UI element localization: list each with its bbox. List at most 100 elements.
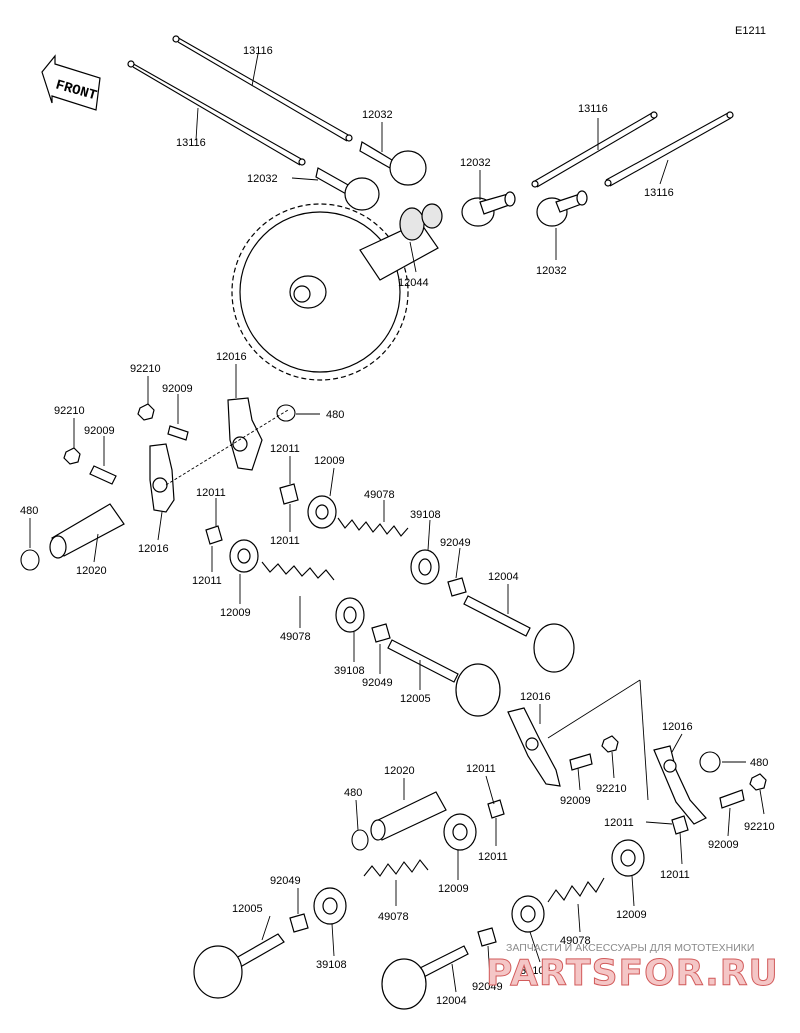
cotter-lower-2	[477, 927, 497, 947]
watermark-brand: PARTSFOR.RU	[486, 953, 779, 994]
rocker-shaft-upper	[49, 503, 125, 559]
collar-lower-2	[671, 815, 689, 835]
valve-spring-lower-2	[547, 877, 605, 903]
adjust-screw-upper-1	[167, 425, 189, 441]
valve-spring-lower-1	[363, 859, 429, 877]
nut-upper-2	[63, 447, 81, 465]
callout-label: 92210	[130, 363, 161, 375]
tappet-upper-4	[536, 190, 588, 227]
adjust-screw-lower-1	[569, 753, 593, 771]
watermark: ЗАПЧАСТИ И АКСЕССУАРЫ ДЛЯ МОТОТЕХНИКИ PA…	[486, 942, 779, 995]
callout-label: 12009	[314, 455, 345, 467]
callout-label: 92009	[708, 839, 739, 851]
callout-label: 480	[20, 505, 38, 517]
nut-upper-1	[137, 403, 155, 421]
callout-label: 49078	[364, 489, 395, 501]
callout-label: 12004	[488, 571, 519, 583]
callout-label: 12020	[76, 565, 107, 577]
callout-label: 92210	[596, 783, 627, 795]
retainer-upper-1	[410, 549, 440, 585]
callout-label: 92210	[744, 821, 775, 833]
callout-label: 12016	[520, 691, 551, 703]
callout-label: 49078	[378, 911, 409, 923]
push-rod-upper-right-2	[604, 111, 734, 187]
valve-exhaust-upper	[463, 595, 575, 673]
callout-label: 39108	[410, 509, 441, 521]
callout-label: 12032	[362, 109, 393, 121]
callout-label: 12004	[436, 995, 467, 1007]
circlip-480-d	[699, 751, 721, 773]
adjust-screw-upper-2	[89, 465, 117, 485]
cotter-lower-1	[289, 913, 309, 933]
callout-label: 12011	[466, 763, 496, 775]
callout-label: 12016	[662, 721, 693, 733]
callout-label: 12011	[196, 487, 226, 499]
callout-label: 39108	[520, 965, 551, 977]
callout-label: 92049	[362, 677, 393, 689]
callout-label: 39108	[316, 959, 347, 971]
retainer-lower-2	[511, 895, 545, 933]
callout-label: 39108	[334, 665, 365, 677]
callout-label: 480	[750, 757, 768, 769]
callout-label: 92049	[472, 981, 503, 993]
push-rod-upper-right	[531, 111, 658, 188]
callout-label: 92049	[270, 875, 301, 887]
callout-label: 12011	[478, 851, 508, 863]
callout-label: 12044	[398, 277, 429, 289]
circlip-480-b	[20, 549, 40, 571]
adjust-screw-lower-2	[719, 789, 745, 809]
circlip-480-c	[351, 829, 369, 851]
callout-label: 12032	[460, 157, 491, 169]
callout-label: 92009	[162, 383, 193, 395]
rocker-arm-upper-1	[227, 397, 263, 471]
callout-label: 12005	[400, 693, 431, 705]
callout-label: 13116	[243, 45, 273, 57]
callout-label: 12016	[216, 351, 247, 363]
front-arrow-icon: FRONT	[41, 54, 101, 111]
callout-label: 480	[344, 787, 362, 799]
spring-seat-lower-2	[611, 839, 645, 877]
callout-label: 12009	[616, 909, 647, 921]
collar-upper-2	[205, 525, 223, 545]
callout-label: 13116	[176, 137, 206, 149]
valve-intake-upper	[387, 639, 501, 717]
collar-upper-1	[279, 483, 299, 505]
cotter-upper-1	[447, 577, 467, 597]
valve-spring-upper-1	[337, 517, 409, 537]
spring-seat-lower-1	[443, 813, 477, 851]
retainer-lower-1	[313, 887, 347, 925]
callout-label: 12005	[232, 903, 263, 915]
callout-label: 92210	[54, 405, 85, 417]
callout-label: 49078	[560, 935, 591, 947]
collar-lower-1	[487, 799, 505, 819]
retainer-upper-2	[335, 597, 365, 633]
callout-label: 92009	[560, 795, 591, 807]
callout-label: 12032	[247, 173, 278, 185]
circlip-480-a	[276, 404, 296, 422]
callout-label: 12032	[536, 265, 567, 277]
camshaft-gear	[231, 203, 443, 381]
callout-label: 12011	[604, 817, 634, 829]
spring-seat-upper-1	[307, 495, 337, 529]
rocker-arm-lower-1	[507, 707, 561, 787]
valve-intake-lower	[193, 933, 285, 999]
valve-spring-upper-2	[261, 561, 335, 581]
rocker-arm-lower-2	[653, 745, 707, 825]
leader-lines	[29, 53, 765, 993]
push-rod-upper-left-2	[127, 60, 306, 166]
callout-labels: 13116 13116 12032 12032 12032 13116 1311…	[20, 45, 775, 1007]
callout-label: 92009	[84, 425, 115, 437]
callout-label: 12016	[138, 543, 169, 555]
callout-label: 13116	[644, 187, 674, 199]
rocker-arm-upper-2	[149, 443, 175, 513]
callout-label: 12009	[438, 883, 469, 895]
callout-label: 12011	[270, 535, 300, 547]
callout-label: 12009	[220, 607, 251, 619]
nut-lower-2	[749, 773, 767, 791]
push-rod-upper-left	[172, 35, 353, 142]
callout-label: 13116	[578, 103, 608, 115]
tappet-upper-1	[359, 141, 427, 186]
callout-label: 480	[326, 409, 344, 421]
cotter-upper-2	[371, 623, 391, 643]
